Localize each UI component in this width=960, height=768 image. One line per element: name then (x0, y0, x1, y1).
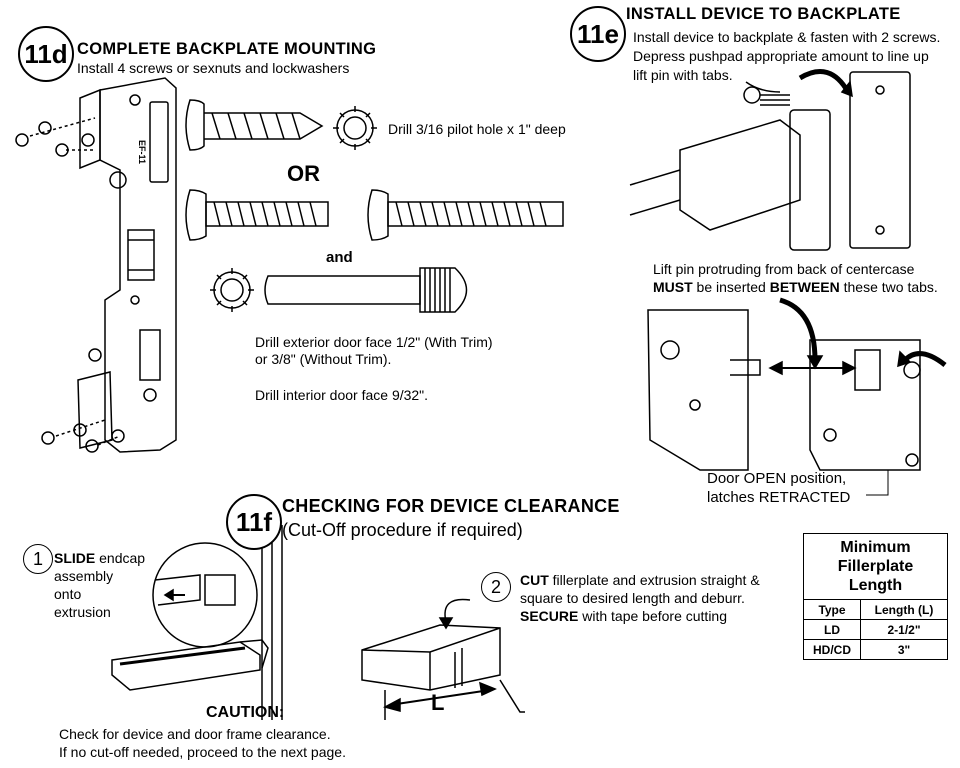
table-title-row: Minimum Fillerplate Length (803, 533, 948, 600)
lift-pin-line1: Lift pin protruding from back of centerc… (653, 261, 915, 277)
table-cell-length: 3" (860, 639, 948, 660)
lift-pin-end: these two tabs. (839, 279, 938, 295)
step-11e-line2: Depress pushpad appropriate amount to li… (633, 48, 929, 64)
sexnut-illustration (210, 267, 468, 313)
gear-icon (333, 106, 377, 150)
slide-emphasis: SLIDE (54, 550, 96, 566)
caution-heading: CAUTION: (206, 704, 285, 721)
table-title: Minimum Fillerplate Length (803, 533, 948, 600)
substep-1-line2: assembly (54, 568, 114, 584)
table-title-line1: Minimum (840, 539, 911, 556)
backplate-illustration (77, 77, 177, 453)
table-header-type: Type (803, 599, 861, 620)
lift-pin-illustration (647, 297, 947, 496)
device-to-backplate-illustration (629, 69, 911, 251)
table-title-line2: Fillerplate (837, 558, 914, 575)
substep-2-line1: CUT fillerplate and extrusion straight & (520, 572, 760, 589)
lift-pin-mid: be inserted (692, 279, 770, 295)
step-11d-title: COMPLETE BACKPLATE MOUNTING (77, 40, 377, 58)
must-emphasis: MUST (653, 279, 693, 295)
substep-1-line1: SLIDE endcap (54, 550, 145, 567)
table-cell-length: 2-1/2" (860, 619, 948, 640)
substep-1-rest: endcap (95, 550, 146, 566)
step-11d-badge: 11d (18, 26, 74, 82)
table-header-length: Length (L) (860, 599, 948, 620)
door-open-line1: Door OPEN position, (707, 470, 847, 487)
substep-2-rest: fillerplate and extrusion straight & (548, 572, 760, 588)
and-separator: and (326, 249, 353, 266)
table-title-line3: Length (848, 577, 903, 594)
substep-1-line3: onto (54, 586, 82, 602)
step-11d-subtitle: Install 4 screws or sexnuts and lockwash… (77, 60, 350, 76)
length-L-label: L (431, 690, 445, 715)
step-11f-title: CHECKING FOR DEVICE CLEARANCE (282, 496, 620, 516)
substep-2-line3: SECURE with tape before cutting (520, 608, 727, 625)
backplate-label: EF-11 (137, 140, 147, 165)
caution-line1: Check for device and door frame clearanc… (59, 726, 331, 742)
between-emphasis: BETWEEN (769, 279, 840, 295)
table-row: HD/CD 3" (803, 639, 948, 660)
drill-exterior-line1: Drill exterior door face 1/2" (With Trim… (255, 334, 493, 350)
substep-1-badge: 1 (23, 544, 53, 574)
substep-1-line4: extrusion (54, 604, 111, 620)
machine-screws-illustration (185, 189, 564, 241)
substep-2-line2: square to desired length and deburr. (520, 590, 745, 606)
endcap-slide-illustration (111, 525, 283, 720)
drill-pilot-note: Drill 3/16 pilot hole x 1" deep (388, 121, 566, 137)
cut-extrusion-illustration (361, 598, 525, 720)
step-11f-subtitle: (Cut-Off procedure if required) (282, 520, 523, 540)
drill-interior-note: Drill interior door face 9/32". (255, 387, 429, 403)
substep-2-rest2: with tape before cutting (578, 608, 728, 624)
fillerplate-table: Minimum Fillerplate Length Type Length (… (803, 533, 948, 660)
left-screws-illustration (15, 117, 125, 453)
caution-line2: If no cut-off needed, proceed to the nex… (59, 744, 346, 760)
or-separator: OR (287, 161, 320, 186)
step-11e-title: INSTALL DEVICE TO BACKPLATE (626, 5, 901, 23)
secure-emphasis: SECURE (520, 608, 579, 624)
step-11e-line1: Install device to backplate & fasten wit… (633, 29, 941, 45)
step-11e-badge: 11e (570, 6, 626, 62)
drill-exterior-line2: or 3/8" (Without Trim). (255, 351, 392, 367)
table-row: LD 2-1/2" (803, 619, 948, 640)
step-11f-badge: 11f (226, 494, 282, 550)
step-11e-line3: lift pin with tabs. (633, 67, 733, 83)
substep-2-badge: 2 (481, 572, 511, 602)
door-open-line2: latches RETRACTED (707, 489, 851, 506)
cut-emphasis: CUT (520, 572, 549, 588)
table-header-row: Type Length (L) (803, 599, 948, 620)
wood-screw-illustration (185, 99, 324, 151)
table-cell-type: LD (803, 619, 861, 640)
lift-pin-line2: MUST be inserted BETWEEN these two tabs. (653, 279, 938, 296)
table-cell-type: HD/CD (803, 639, 861, 660)
